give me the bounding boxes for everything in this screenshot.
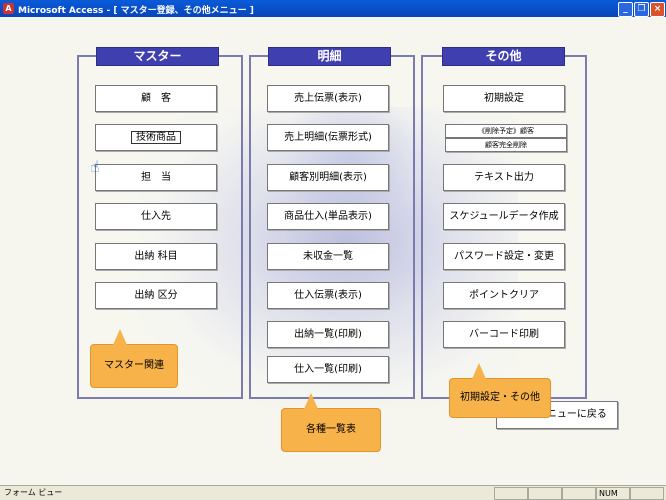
purchase-slip-button[interactable]: 仕入伝票(表示) bbox=[267, 282, 389, 309]
status-num: NUM bbox=[596, 487, 630, 500]
tech-product-button[interactable]: 技術商品 bbox=[95, 124, 217, 151]
product-purchase-button[interactable]: 商品仕入(単品表示) bbox=[267, 203, 389, 230]
close-button[interactable]: × bbox=[650, 2, 665, 17]
cash-list-print-button[interactable]: 出納一覧(印刷) bbox=[267, 321, 389, 348]
text-output-button[interactable]: テキスト出力 bbox=[443, 164, 565, 191]
status-cell-1 bbox=[494, 487, 528, 500]
status-view-label: フォーム ビュー bbox=[4, 488, 63, 497]
initial-settings-button[interactable]: 初期設定 bbox=[443, 85, 565, 112]
tech-product-label: 技術商品 bbox=[131, 131, 181, 144]
detail-header: 明細 bbox=[268, 47, 391, 66]
title-bar: A Microsoft Access - [ マスター登録、その他メニュー ] … bbox=[0, 0, 666, 17]
staff-button[interactable]: 担 当 bbox=[95, 164, 217, 191]
delete-scheduled-customer-button[interactable]: 《削除予定》顧客 bbox=[445, 124, 567, 138]
sales-slip-button[interactable]: 売上伝票(表示) bbox=[267, 85, 389, 112]
supplier-button[interactable]: 仕入先 bbox=[95, 203, 217, 230]
minimize-button[interactable]: _ bbox=[618, 2, 633, 17]
access-icon: A bbox=[3, 3, 14, 14]
detail-callout: 各種一覧表 bbox=[281, 393, 381, 452]
sales-detail-button[interactable]: 売上明細(伝票形式) bbox=[267, 124, 389, 151]
other-callout: 初期設定・その他 bbox=[449, 363, 551, 418]
window-title: Microsoft Access - [ マスター登録、その他メニュー ] bbox=[18, 6, 254, 16]
other-header: その他 bbox=[442, 47, 565, 66]
full-delete-customer-button[interactable]: 顧客完全削除 bbox=[445, 138, 567, 152]
restore-button[interactable]: ❐ bbox=[634, 2, 649, 17]
customer-button[interactable]: 顧 客 bbox=[95, 85, 217, 112]
status-cell-5 bbox=[630, 487, 664, 500]
hand-pointer-icon: ☝ bbox=[90, 157, 100, 176]
barcode-print-button[interactable]: バーコード印刷 bbox=[443, 321, 565, 348]
customer-detail-button[interactable]: 顧客別明細(表示) bbox=[267, 164, 389, 191]
form-area: マスター 顧 客 技術商品 担 当 仕入先 出納 科目 出納 区分 マスター関連… bbox=[0, 17, 666, 485]
master-header: マスター bbox=[96, 47, 219, 66]
status-cell-2 bbox=[528, 487, 562, 500]
password-settings-button[interactable]: パスワード設定・変更 bbox=[443, 243, 565, 270]
receivables-list-button[interactable]: 未収金一覧 bbox=[267, 243, 389, 270]
master-callout: マスター関連 bbox=[90, 329, 178, 388]
purchase-list-print-button[interactable]: 仕入一覧(印刷) bbox=[267, 356, 389, 383]
account-item-button[interactable]: 出納 科目 bbox=[95, 243, 217, 270]
account-category-button[interactable]: 出納 区分 bbox=[95, 282, 217, 309]
status-bar: フォーム ビュー NUM bbox=[0, 485, 666, 500]
schedule-data-button[interactable]: スケジュールデータ作成 bbox=[443, 203, 565, 230]
point-clear-button[interactable]: ポイントクリア bbox=[443, 282, 565, 309]
status-cell-3 bbox=[562, 487, 596, 500]
